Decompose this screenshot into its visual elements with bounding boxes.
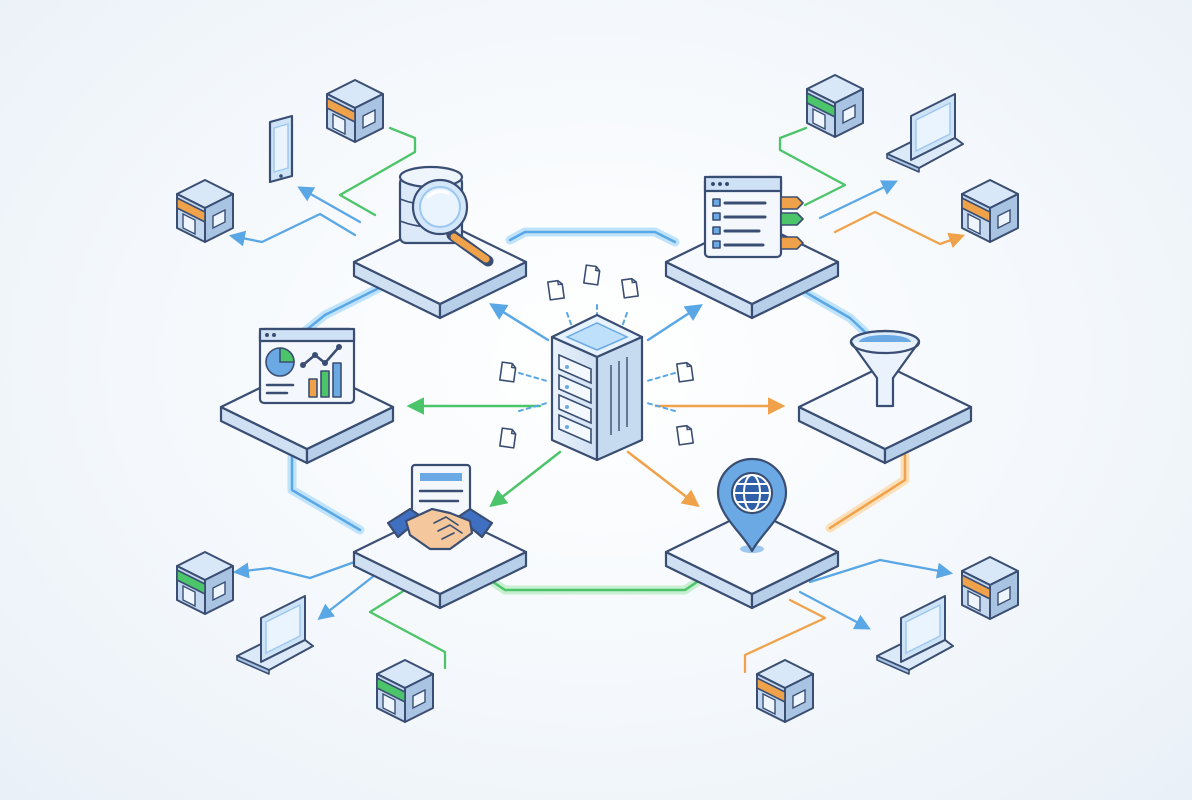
route-partnership-to-laptop-b	[317, 573, 377, 620]
route-partnership-to-store-f	[368, 588, 447, 670]
smartphone-icon[interactable]	[268, 114, 294, 184]
ring-link-search-catalog	[505, 227, 680, 247]
ring-connections	[287, 227, 910, 595]
endpoint-routes	[228, 126, 966, 674]
store-icon[interactable]	[756, 659, 814, 723]
store-icon[interactable]	[376, 659, 434, 723]
document-icon	[499, 427, 517, 449]
store-icon[interactable]	[176, 179, 234, 243]
store-icon[interactable]	[961, 556, 1019, 620]
incoming-documents	[499, 264, 694, 449]
route-location-to-laptop-c	[798, 590, 871, 630]
dashboard-chart-icon	[258, 327, 356, 405]
ring-link-filter-location	[825, 450, 910, 533]
document-icon	[676, 424, 694, 446]
route-location-to-store-h	[743, 598, 827, 674]
route-location-to-store-g	[808, 558, 954, 584]
document-icon	[547, 279, 565, 301]
endpoint-devices	[176, 74, 1019, 723]
database-search-icon	[398, 165, 494, 267]
document-icon	[621, 277, 639, 299]
route-catalog-to-store-c	[778, 126, 847, 207]
platform-location[interactable]	[664, 508, 840, 610]
platform-search[interactable]	[352, 218, 528, 320]
globe-location-pin-icon	[716, 457, 788, 553]
laptop-icon[interactable]	[236, 595, 314, 675]
spoke-to-partnership	[489, 450, 562, 508]
route-catalog-to-store-d	[833, 210, 966, 248]
tagged-listing-window-icon	[703, 175, 804, 259]
store-icon[interactable]	[806, 74, 864, 138]
document-icon	[583, 264, 601, 286]
store-icon[interactable]	[176, 551, 234, 615]
center-spokes	[406, 303, 786, 508]
store-icon[interactable]	[326, 79, 384, 143]
funnel-icon	[849, 329, 921, 408]
route-catalog-to-laptop-a	[818, 180, 898, 220]
document-icon	[676, 361, 694, 383]
route-search-to-store-a	[338, 126, 417, 217]
document-icon	[499, 361, 517, 383]
server-rack-icon	[518, 304, 676, 462]
store-icon[interactable]	[961, 179, 1019, 243]
spoke-to-search	[489, 303, 550, 342]
spoke-to-location	[626, 450, 700, 508]
route-search-to-phone-a	[297, 186, 362, 224]
ring-link-partnership-location	[485, 575, 705, 595]
spoke-to-catalog	[646, 304, 703, 342]
route-search-to-store-b	[228, 212, 357, 247]
ring-link-analytics-partnership	[287, 450, 365, 535]
laptop-icon[interactable]	[876, 595, 954, 675]
route-partnership-to-store-e	[232, 558, 362, 580]
laptop-icon[interactable]	[886, 93, 964, 173]
handshake-contract-icon	[386, 463, 494, 551]
